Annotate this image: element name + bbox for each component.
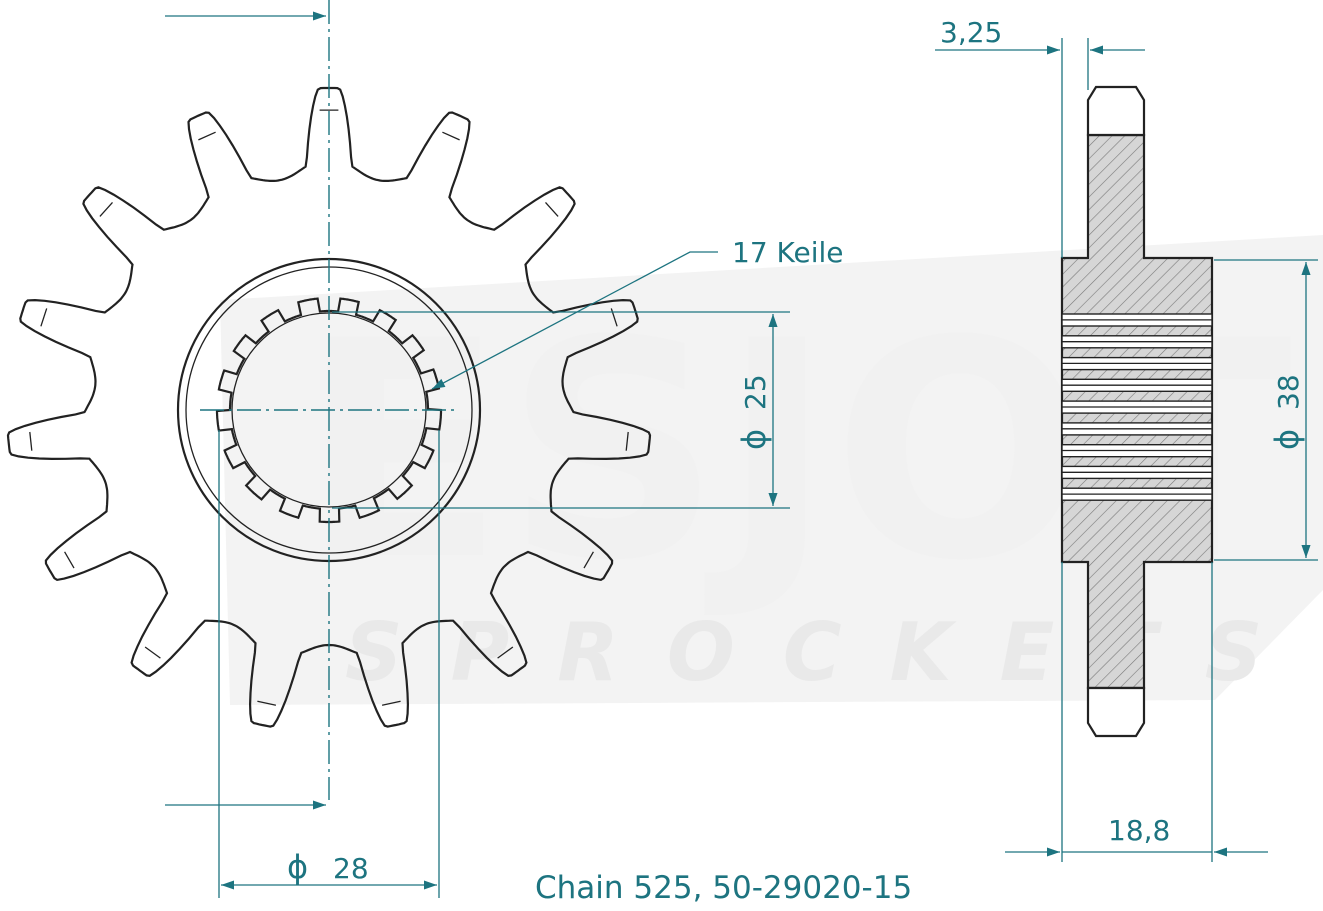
- spline-grooves: [1061, 313, 1213, 501]
- tooth-tip-line: [583, 551, 594, 569]
- tooth-tip-line: [198, 131, 216, 141]
- bore-dimension-label: ϕ 25: [735, 374, 773, 450]
- splines-leader: [431, 251, 718, 390]
- splines-label: 17 Keile: [732, 236, 844, 269]
- tooth-tip-marks: [29, 109, 629, 706]
- hub-width-value: 18,8: [1108, 814, 1170, 847]
- tooth-tip-line: [99, 201, 113, 217]
- tooth-top-profile: [1086, 85, 1146, 137]
- tooth-tip-line: [29, 431, 33, 451]
- tooth-tip-line: [144, 646, 161, 659]
- diameter-symbol-28: ϕ: [287, 848, 308, 886]
- tooth-tip-line: [381, 700, 401, 706]
- sprocket-front-view: 17 Keile ϕ 25 ϕ 28: [6, 0, 844, 898]
- tooth-tip-line: [545, 201, 559, 217]
- tooth-tip-line: [64, 551, 75, 569]
- hub-dimension-label: ϕ 38: [1268, 374, 1306, 450]
- tooth-tip-line: [257, 700, 277, 706]
- bore-dimension-value: 25: [739, 374, 772, 410]
- diameter-symbol-38: ϕ: [1268, 429, 1306, 450]
- inner-dimension-value: 28: [333, 852, 369, 885]
- part-caption: Chain 525, 50-29020-15: [535, 870, 912, 906]
- tooth-tip-line: [497, 646, 514, 659]
- watermark-subtitle: SPROCKETS: [345, 606, 1310, 699]
- sprocket-side-view: 3,25 ϕ 38 18,8: [935, 16, 1318, 862]
- tooth-bottom-profile: [1086, 686, 1146, 738]
- tooth-tip-line: [625, 431, 629, 451]
- tooth-width-value: 3,25: [940, 16, 1002, 49]
- diameter-symbol-25: ϕ: [735, 429, 773, 450]
- tooth-tip-line: [442, 131, 460, 141]
- tooth-tip-line: [40, 308, 48, 327]
- hub-dimension-value: 38: [1272, 374, 1305, 410]
